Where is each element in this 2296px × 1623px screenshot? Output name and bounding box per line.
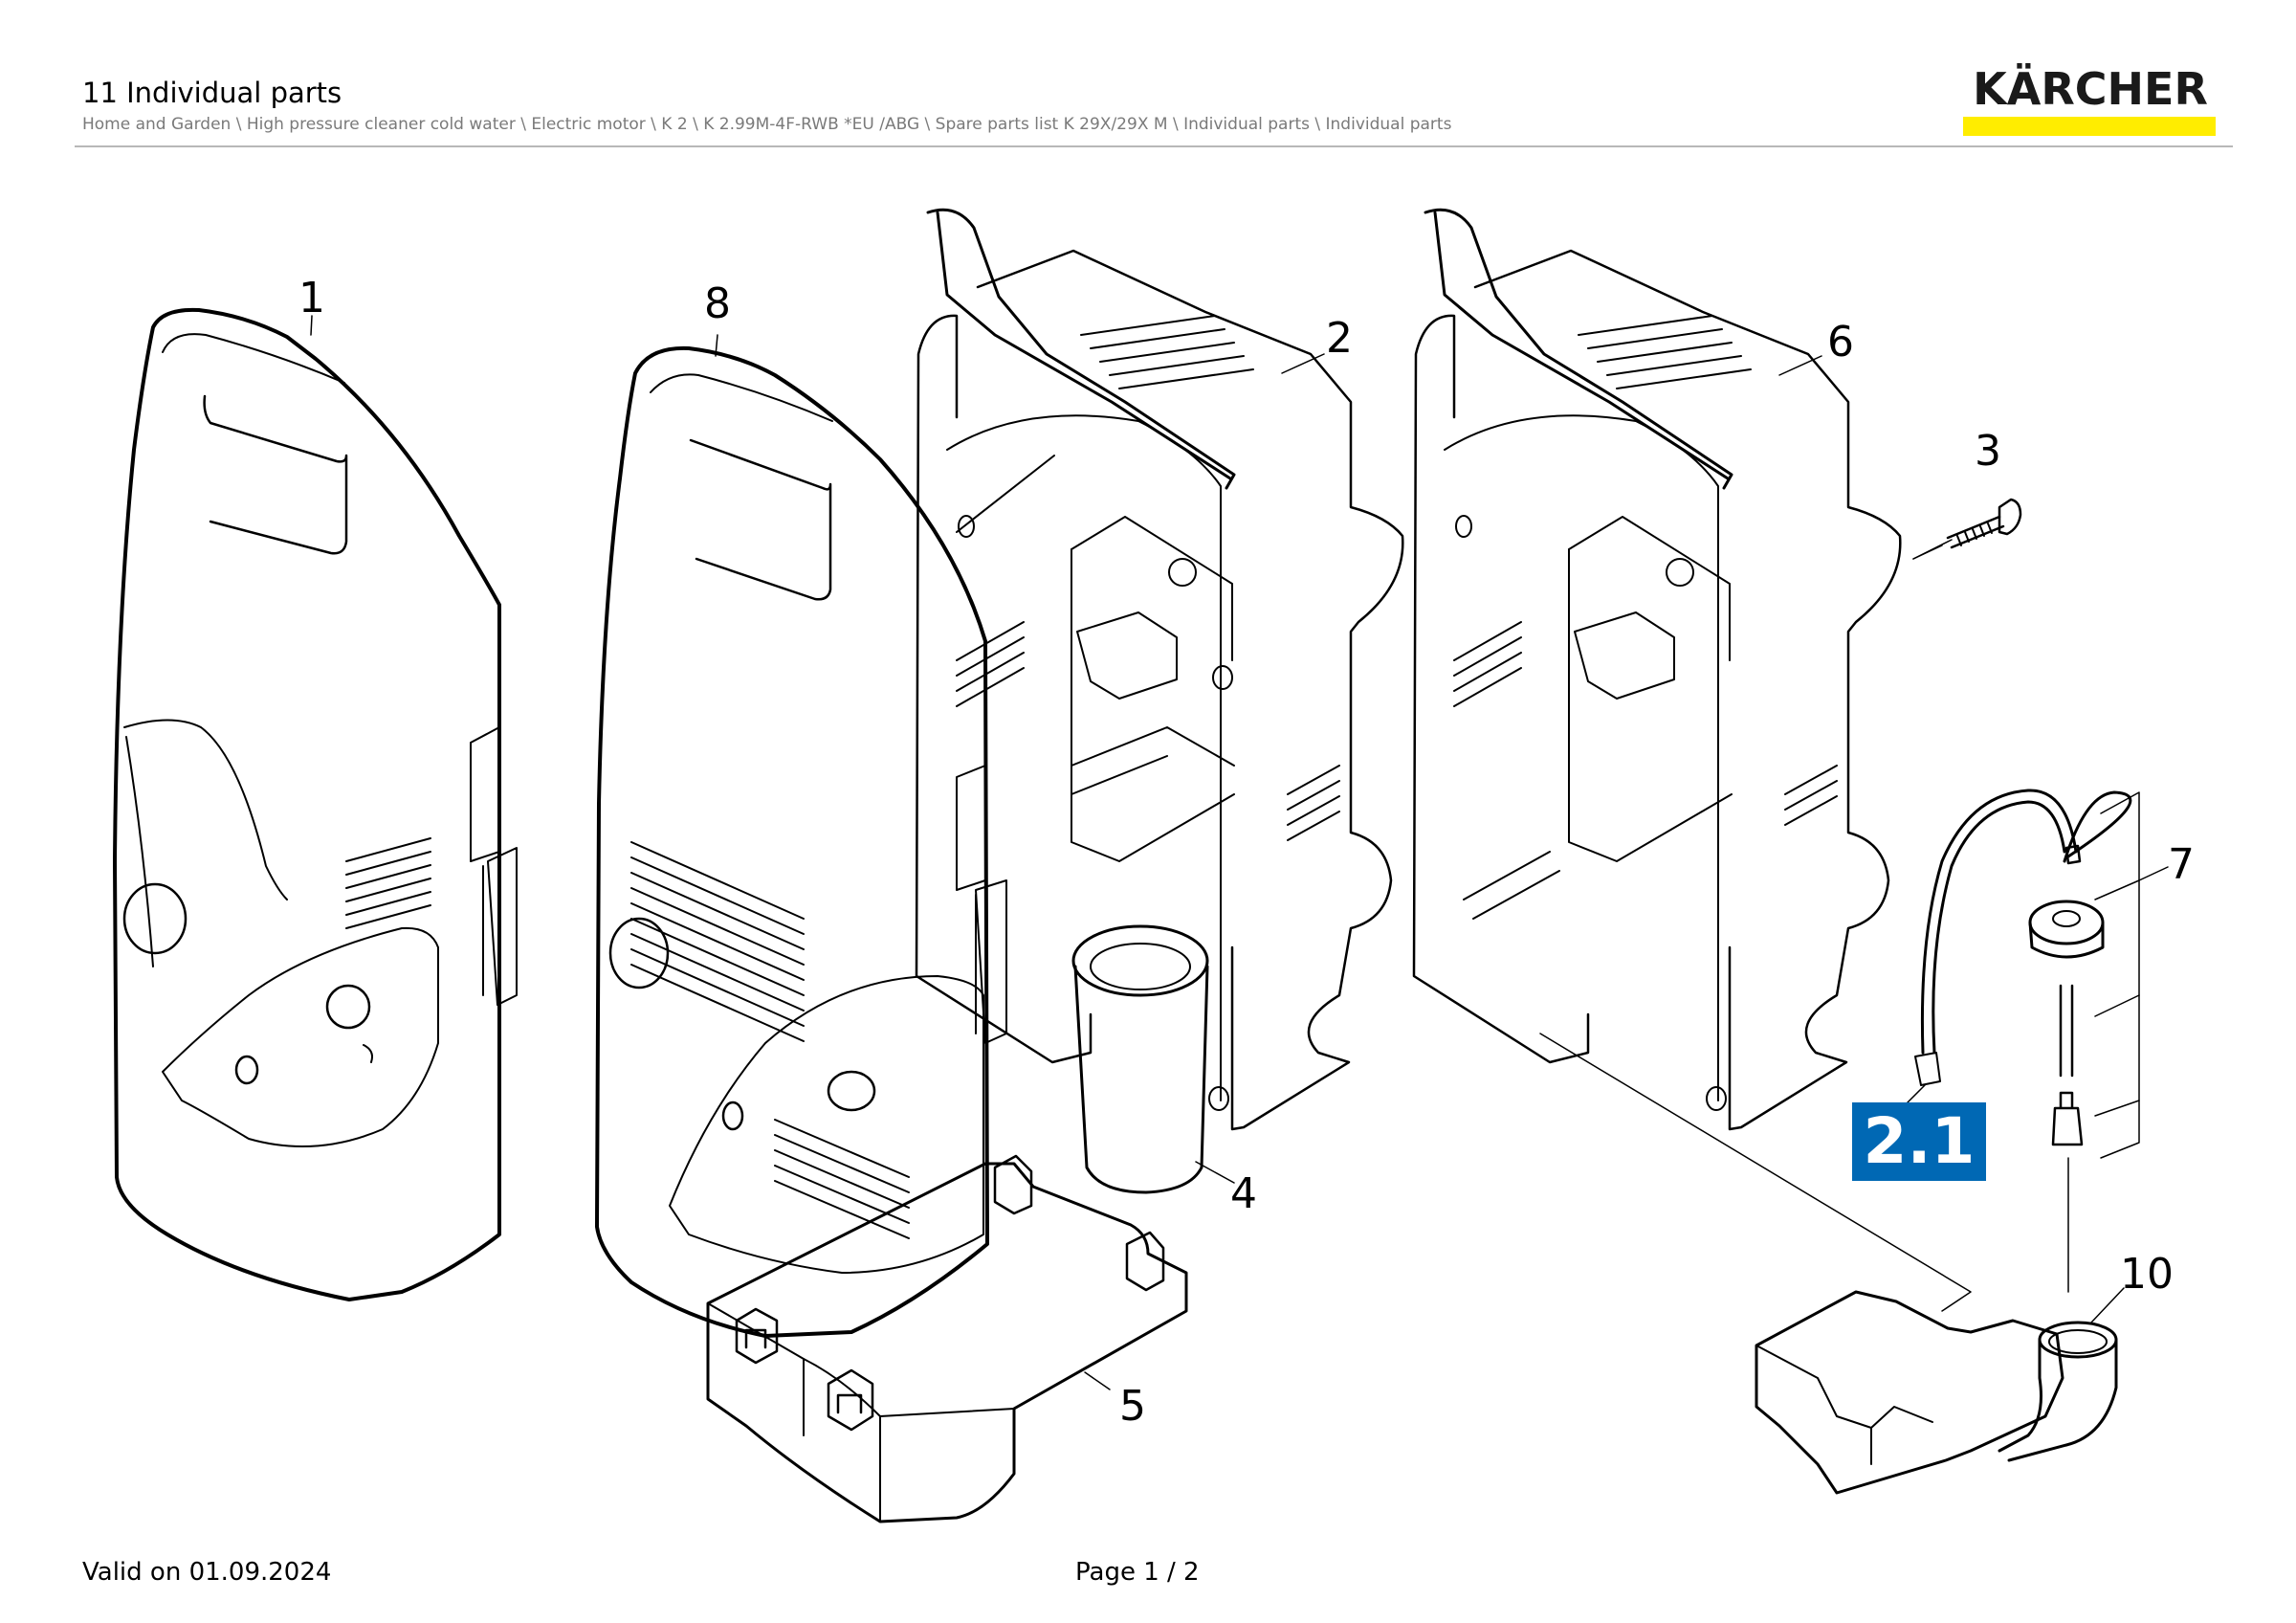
callout-2: 2 xyxy=(1326,314,1353,363)
part-10-reservoir xyxy=(1539,1033,2118,1495)
karcher-logo: KÄRCHER xyxy=(1963,67,2218,138)
callout-3: 3 xyxy=(1975,427,2001,476)
part-6-frame xyxy=(1412,208,1902,1131)
part-7-hose-assembly xyxy=(1914,789,2140,1293)
callout-4: 4 xyxy=(1230,1169,1257,1218)
callout-10: 10 xyxy=(2120,1250,2174,1299)
reference-badge-2-1[interactable]: 2.1 xyxy=(1852,1102,1986,1181)
part-3-screw xyxy=(1912,498,2022,560)
part-8-housing-cover xyxy=(595,345,1007,1338)
part-4-cup-holder xyxy=(1071,924,1209,1194)
callout-6: 6 xyxy=(1827,318,1854,367)
callout-8: 8 xyxy=(704,279,731,328)
page-title: 11 Individual parts xyxy=(82,77,342,109)
page-header: 11 Individual parts Home and Garden \ Hi… xyxy=(82,77,2225,145)
callout-7: 7 xyxy=(2168,840,2195,889)
part-1-housing-cover xyxy=(113,307,518,1301)
page-number: Page 1 / 2 xyxy=(1075,1558,1200,1587)
part-2-frame xyxy=(915,208,1404,1131)
part-5-base-tray xyxy=(706,1154,1188,1523)
leader-lines xyxy=(310,315,2169,1390)
breadcrumb[interactable]: Home and Garden \ High pressure cleaner … xyxy=(82,115,1452,134)
logo-wordmark: KÄRCHER xyxy=(1973,63,2208,115)
logo-yellow-bar xyxy=(1963,117,2216,136)
valid-date: Valid on 01.09.2024 xyxy=(82,1558,332,1587)
callout-5: 5 xyxy=(1119,1382,1146,1431)
header-divider xyxy=(75,145,2233,147)
callout-1: 1 xyxy=(298,274,325,322)
